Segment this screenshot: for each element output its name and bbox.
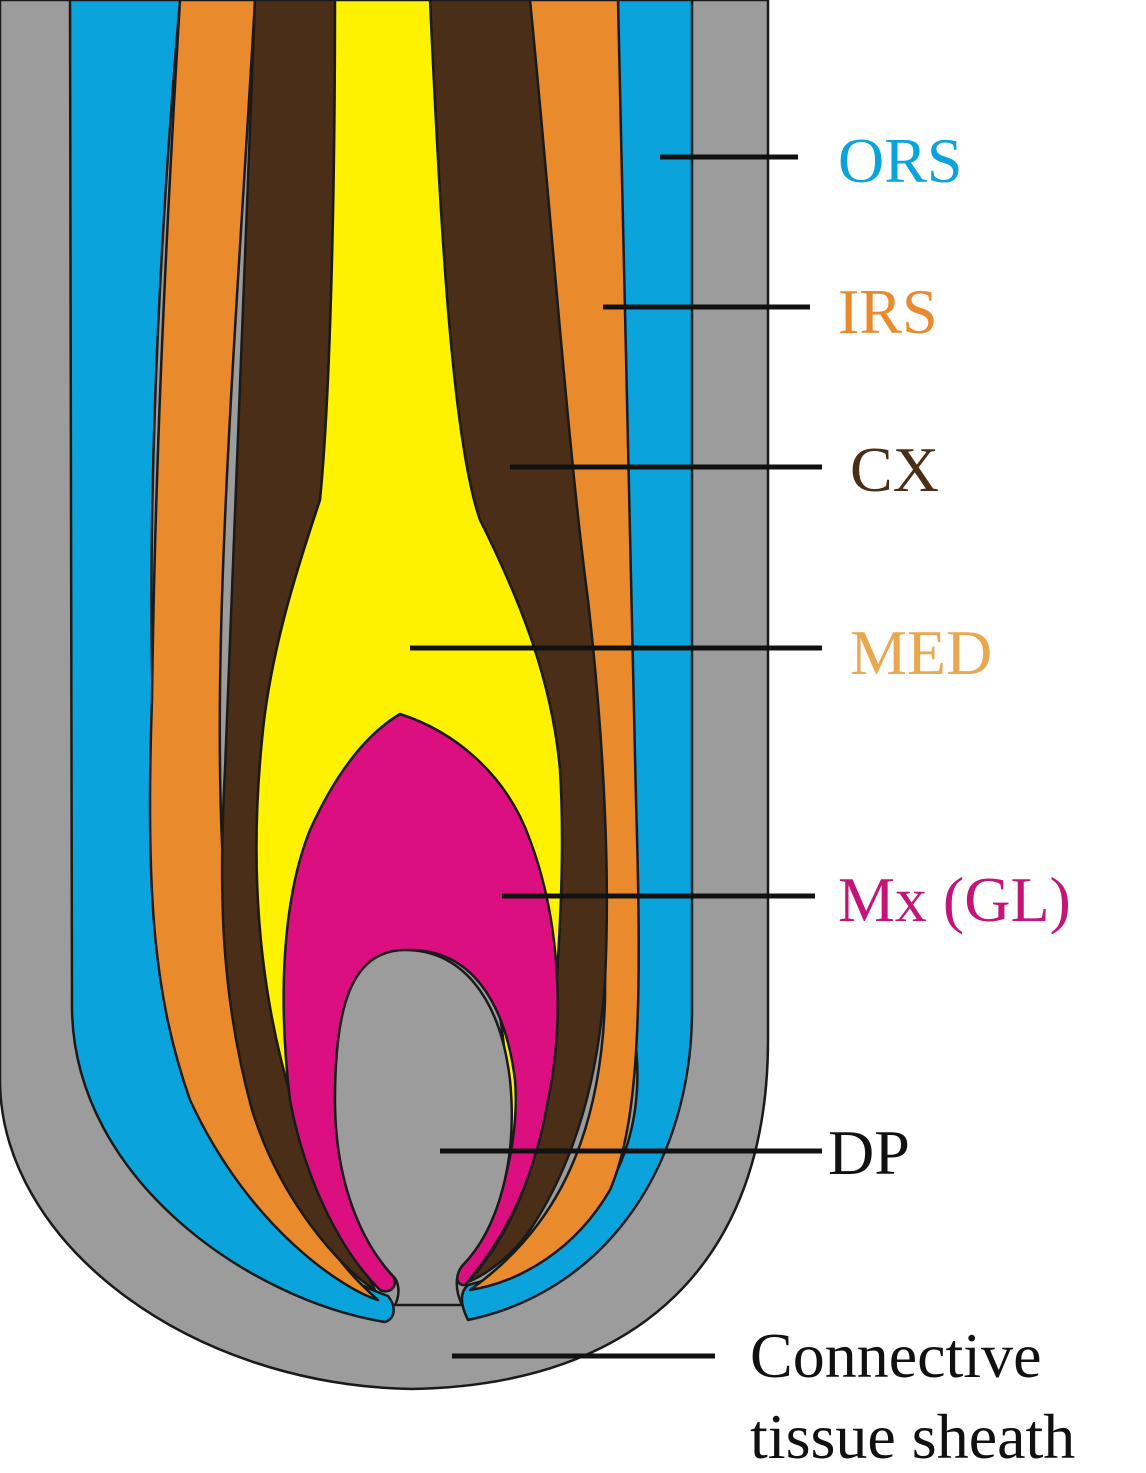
dp-label: DP bbox=[828, 1117, 910, 1188]
mx-label: Mx (GL) bbox=[838, 864, 1071, 935]
cx-label: CX bbox=[850, 434, 939, 505]
sheath-label-line2: tissue sheath bbox=[750, 1401, 1075, 1472]
irs-label: IRS bbox=[838, 276, 938, 347]
ors-label: ORS bbox=[838, 125, 963, 196]
med-label: MED bbox=[850, 617, 992, 688]
sheath-label-line1: Connective bbox=[750, 1320, 1041, 1391]
